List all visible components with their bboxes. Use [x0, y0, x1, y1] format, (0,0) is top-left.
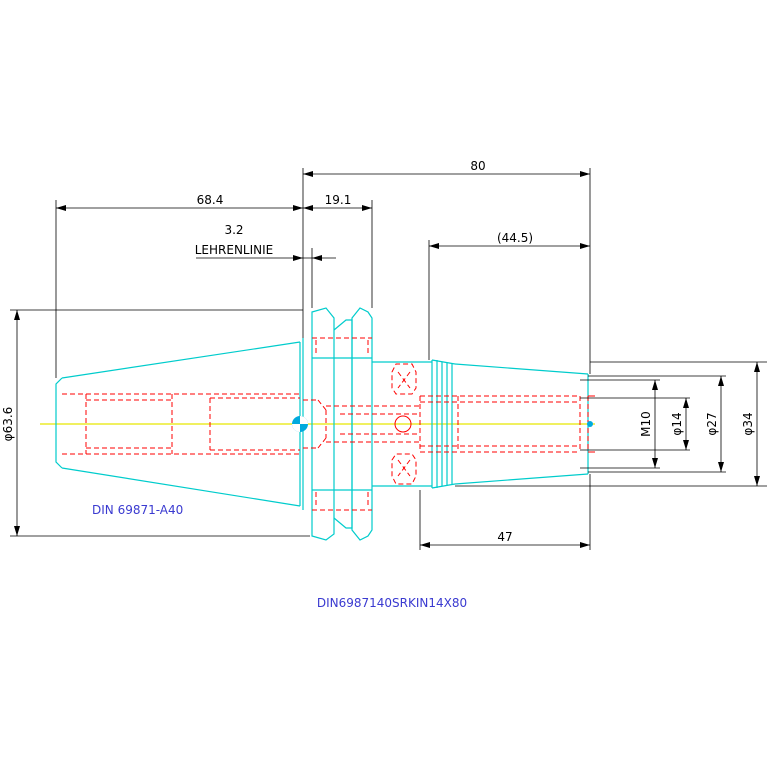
part-number: DIN6987140SRKIN14X80 [317, 596, 467, 610]
arrowheads [14, 171, 760, 548]
dim-taper-diameter: φ63.6 [1, 407, 15, 442]
hidden-lines [62, 337, 589, 511]
dim-thread: M10 [639, 411, 653, 437]
bore-solid-lines [588, 395, 595, 453]
gauge-line-marker [292, 416, 308, 432]
dim-shank-length: 47 [497, 530, 512, 544]
dim-taper-length: 68.4 [197, 193, 224, 207]
dim-nose-diameter-2: φ34 [741, 412, 755, 435]
dim-overall-length: 80 [470, 159, 485, 173]
dim-nose-diameter-1: φ27 [705, 412, 719, 435]
gauge-line-label: LEHRENLINIE [195, 243, 274, 257]
dim-bore-diameter: φ14 [670, 412, 684, 435]
dimension-lines [10, 168, 767, 550]
dim-gauge-offset: 3.2 [224, 223, 243, 237]
standard-label: DIN 69871-A40 [92, 503, 183, 517]
dim-flange-width: 19.1 [325, 193, 352, 207]
end-marker [587, 421, 593, 427]
side-hole [394, 415, 412, 433]
dim-nose-length: (44.5) [497, 231, 533, 245]
